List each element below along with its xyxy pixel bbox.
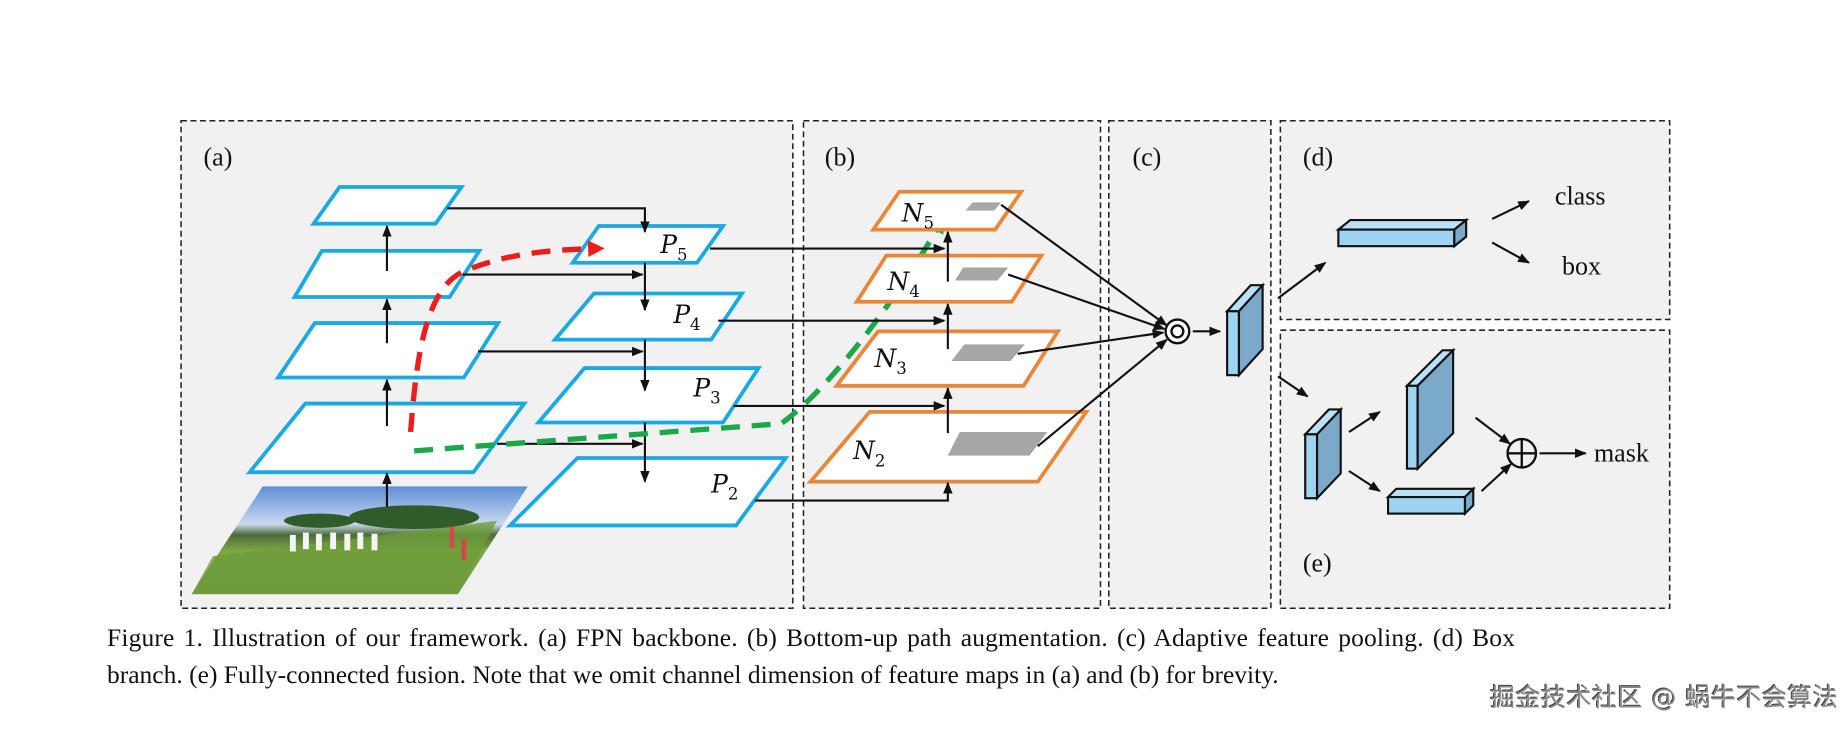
adaptive-pooling-lines bbox=[1000, 203, 1168, 447]
figure-caption-line-1: Figure 1. Illustration of our framework.… bbox=[107, 623, 1516, 652]
bottom-up-n2 bbox=[806, 409, 1090, 484]
fpn-levels: P5 P4 P3 P2 bbox=[505, 224, 790, 528]
backbone-c3 bbox=[274, 321, 502, 380]
backbone-c5 bbox=[309, 185, 466, 226]
bottom-up-n4 bbox=[853, 253, 1045, 304]
roi-n5 bbox=[965, 202, 1002, 211]
red-dashed-path bbox=[407, 240, 605, 433]
panel-c-label: (c) bbox=[1132, 143, 1161, 172]
bottom-up-levels: N5 N4 N3 N2 bbox=[806, 189, 1090, 484]
p2-label: P2 bbox=[710, 469, 738, 503]
panel-e-label: (e) bbox=[1303, 549, 1332, 578]
figure-caption-line-2: branch. (e) Fully-connected fusion. Note… bbox=[107, 660, 1279, 689]
box-branch-fc bbox=[1335, 217, 1470, 249]
mask-conv-feature bbox=[1302, 406, 1344, 501]
to-box-branch-arrow bbox=[1277, 261, 1327, 300]
fusion-node bbox=[1164, 318, 1191, 345]
n5-label: N5 bbox=[901, 198, 934, 232]
roi-n3 bbox=[951, 344, 1025, 361]
n3-label: N3 bbox=[873, 344, 906, 378]
to-box-arrow bbox=[1491, 241, 1530, 264]
mask-fc-layer bbox=[1385, 486, 1476, 517]
fpn-p2 bbox=[505, 456, 790, 528]
fpn-p4 bbox=[550, 291, 746, 342]
to-mask-branch-arrow bbox=[1277, 375, 1309, 398]
p4-label: P4 bbox=[672, 300, 700, 334]
n4-label: N4 bbox=[887, 267, 920, 301]
panel-e: (e) bbox=[1279, 329, 1671, 610]
pooled-feature-grid bbox=[1224, 282, 1266, 378]
watermark: 掘金技术社区 @ 蜗牛不会算法 bbox=[1490, 683, 1839, 712]
roi-n2 bbox=[947, 431, 1048, 456]
box-output-label: box bbox=[1562, 252, 1601, 281]
mask-output-label: mask bbox=[1594, 439, 1650, 468]
backbone-c4 bbox=[291, 248, 483, 299]
fpn-p3 bbox=[534, 366, 763, 425]
bottom-up-n5 bbox=[869, 189, 1025, 232]
panel-a-label: (a) bbox=[204, 143, 233, 172]
fc-to-sum-arrow bbox=[1480, 463, 1512, 492]
roi-n4 bbox=[954, 267, 1009, 281]
sum-node bbox=[1506, 437, 1538, 469]
to-fc-arrow bbox=[1348, 470, 1381, 493]
to-fcn-arrow bbox=[1348, 410, 1381, 433]
fpn-p5 bbox=[569, 224, 727, 265]
to-class-arrow bbox=[1491, 200, 1530, 220]
panel-d-label: (d) bbox=[1303, 143, 1333, 172]
class-output-label: class bbox=[1555, 182, 1606, 211]
n2-label: N2 bbox=[852, 436, 885, 470]
fcn-to-sum-arrow bbox=[1474, 416, 1511, 445]
panel-d: (d) bbox=[1279, 119, 1671, 321]
p5-label: P5 bbox=[659, 230, 687, 264]
green-dashed-path bbox=[413, 216, 945, 454]
input-image bbox=[191, 486, 528, 595]
panel-b-label: (b) bbox=[825, 143, 855, 172]
backbone-c2 bbox=[245, 401, 528, 475]
mask-fcn-feature bbox=[1404, 347, 1456, 472]
p3-label: P3 bbox=[692, 373, 720, 407]
bottom-up-connections bbox=[710, 230, 953, 502]
backbone-feature-maps bbox=[245, 185, 528, 475]
